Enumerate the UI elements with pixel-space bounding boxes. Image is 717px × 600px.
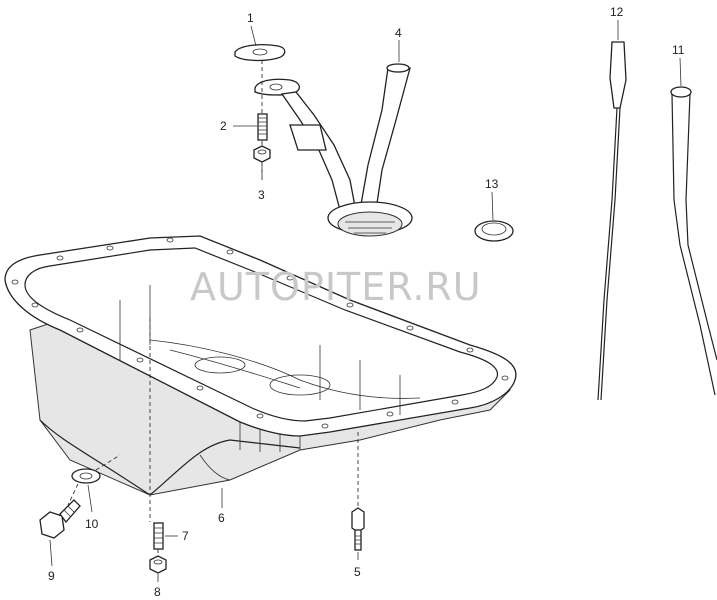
callout-4: 4 <box>395 26 402 40</box>
callout-7: 7 <box>182 529 189 543</box>
drain-plug[interactable] <box>39 499 81 539</box>
callout-2: 2 <box>220 119 227 133</box>
callout-12: 12 <box>610 5 624 19</box>
callout-13: 13 <box>485 177 499 191</box>
dipstick[interactable] <box>597 41 627 401</box>
o-ring[interactable] <box>474 220 514 242</box>
drain-washer[interactable] <box>71 468 101 484</box>
stud-upper[interactable] <box>257 113 268 141</box>
bolt[interactable] <box>351 507 365 551</box>
callout-3: 3 <box>258 188 265 202</box>
callout-6: 6 <box>218 511 225 525</box>
assembly-lines <box>67 60 359 556</box>
callout-8: 8 <box>154 585 161 599</box>
stud-lower[interactable] <box>153 522 164 550</box>
nut-upper[interactable] <box>253 145 271 163</box>
dipstick-tube[interactable] <box>670 86 717 396</box>
oil-strainer[interactable] <box>254 63 413 237</box>
leader-lines <box>49 20 682 582</box>
gasket[interactable] <box>234 44 286 62</box>
callout-11: 11 <box>672 43 685 57</box>
nut-lower[interactable] <box>149 555 167 574</box>
callout-1: 1 <box>247 11 254 25</box>
callout-labels: 1 2 3 4 5 6 7 8 9 10 11 12 13 <box>48 5 685 599</box>
callout-10: 10 <box>85 517 99 531</box>
callout-9: 9 <box>48 569 55 583</box>
watermark: AUTOPITER.RU <box>190 265 482 309</box>
callout-5: 5 <box>354 565 361 579</box>
